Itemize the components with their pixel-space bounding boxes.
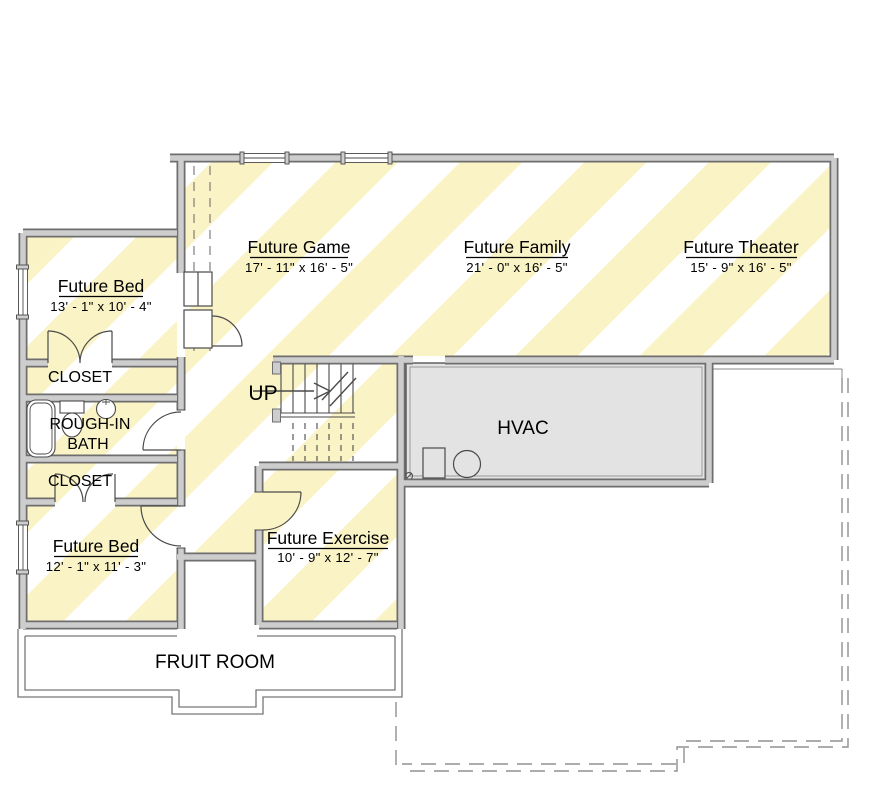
bath-fixtures [26,398,117,458]
toilet-bowl [61,412,83,438]
water-heater [452,449,482,479]
room-labels: Future Bed 13' - 1" x 10' - 4" Future Ga… [46,237,799,673]
wall-fill [20,155,837,629]
stripe-region-main [185,162,830,553]
label-future-game: Future Game [247,237,350,257]
label-future-exercise: Future Exercise [267,528,390,548]
stair-wall-stub-2 [272,408,281,423]
stairs [253,361,357,461]
patio-dashed-outer [402,378,849,772]
stair-landing-rail [277,412,355,418]
window-left-2 [16,520,29,575]
window-top-2 [340,151,393,165]
windows [16,151,393,575]
stair-up-arrow [253,371,357,407]
dims-future-theater: 15' - 9" x 16' - 5" [690,260,791,275]
door-jamb-box [183,309,213,349]
door-exercise [262,491,302,531]
floor-drain-slash [405,472,413,480]
door-french-bed1 [47,330,113,364]
doors [47,271,302,547]
hvac-room [405,362,707,481]
dims-future-bed-1: 13' - 1" x 10' - 4" [50,299,151,314]
bathtub [26,399,56,458]
door-bath [142,411,182,451]
door-bed2 [140,505,182,547]
jamb-ticks [176,409,264,549]
label-up: UP [248,382,277,405]
label-fruit-room: FRUIT ROOM [155,652,275,673]
patio-dashed-inner [402,378,843,765]
window-left-1 [16,264,29,320]
bathtub-inner [29,402,53,455]
label-rough-in: ROUGH-IN [50,416,131,433]
fruit-room-walls [17,629,403,715]
overhead-solid-ticks [711,368,843,378]
window-top-1 [239,151,290,165]
toilet-tank [59,400,85,414]
sink-faucet [102,399,110,405]
future-area-stripes [27,162,830,622]
furnace [422,447,446,479]
stair-wall-stub-1 [272,361,281,375]
overhead-dashed-outline [395,378,849,772]
door-closet2-double [54,473,116,503]
dims-future-exercise: 10' - 9" x 12' - 7" [277,550,378,565]
dims-future-family: 21' - 0" x 16' - 5" [466,260,567,275]
label-future-theater: Future Theater [683,237,799,257]
walls [18,153,839,630]
label-bath: BATH [67,436,108,453]
stripe-region-exercise [263,470,397,622]
door-bed1-to-game [211,315,243,347]
label-closet-2: CLOSET [48,473,112,490]
label-future-family: Future Family [464,237,571,257]
label-closet-1: CLOSET [48,369,112,386]
stripe-region-left-column [27,237,177,622]
label-future-bed-2: Future Bed [53,536,140,556]
label-hvac: HVAC [497,418,548,439]
stair-treads-solid [280,364,354,413]
label-future-bed-1: Future Bed [58,276,145,296]
dims-future-bed-2: 12' - 1" x 11' - 3" [46,559,147,574]
dims-future-game: 17' - 11" x 16' - 5" [245,260,353,275]
